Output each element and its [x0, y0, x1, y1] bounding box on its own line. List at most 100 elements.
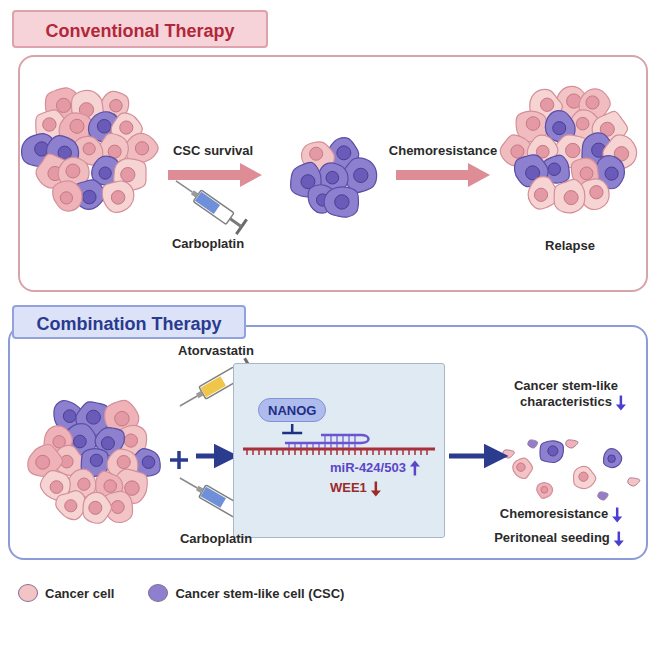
- therapy-panel: Conventional Therapy: [18, 55, 648, 292]
- stem-like-cell: [324, 187, 358, 217]
- arrow-shaft: [620, 396, 623, 406]
- cell-fragment: [566, 440, 578, 448]
- syringe-tip: [196, 391, 204, 398]
- process-arrow: [449, 454, 496, 459]
- cell-nucleus: [579, 472, 588, 481]
- syringe-needle: [180, 478, 197, 488]
- decrease-arrow: [371, 482, 381, 497]
- cell-nucleus: [83, 143, 95, 155]
- syringe-liquid: [195, 192, 220, 214]
- cell-nucleus: [50, 481, 63, 494]
- process-arrow: [196, 454, 226, 459]
- cell-nucleus: [517, 463, 525, 471]
- cell-nucleus: [354, 168, 368, 182]
- process-arrow: [396, 163, 490, 187]
- cell-fragment: [628, 478, 640, 486]
- effect-label: Peritoneal seeding: [494, 530, 610, 546]
- cancer-cell: [574, 467, 596, 489]
- cell-nucleus: [548, 446, 558, 456]
- cell-nucleus: [310, 147, 323, 160]
- mirna-base-pairs: [289, 436, 355, 448]
- legend-swatch: [18, 584, 38, 602]
- cell-nucleus: [534, 188, 547, 201]
- cell-nucleus: [66, 164, 80, 178]
- cell-nucleus: [60, 192, 72, 204]
- damaged-cells: [503, 440, 640, 500]
- cell-nucleus: [586, 96, 599, 109]
- drug-label: Carboplatin: [172, 236, 244, 252]
- cell-nucleus: [86, 410, 100, 424]
- cell-nucleus: [124, 434, 137, 447]
- legend-item: Cancer stem-like cell (CSC): [148, 584, 344, 602]
- cell-nucleus: [83, 190, 97, 204]
- cell-nucleus: [43, 118, 56, 131]
- arrow-head: [410, 461, 420, 467]
- cell-nucleus: [90, 454, 102, 466]
- cell-nucleus: [566, 143, 580, 157]
- decrease-arrow: [616, 396, 626, 411]
- therapy-panel: Combination TherapymiR-424/503WEE1NANOG: [8, 325, 648, 560]
- cell-nucleus: [63, 410, 76, 423]
- outcome-label: Relapse: [545, 238, 595, 254]
- arrow-head: [371, 491, 381, 497]
- cell-nucleus: [36, 455, 50, 469]
- cell-nucleus: [99, 167, 111, 179]
- cell-nucleus: [335, 195, 349, 209]
- increase-arrow: [410, 461, 420, 476]
- mirna-hairpin: [285, 435, 369, 443]
- cell-fragment: [503, 450, 515, 458]
- stem-like-cell: [540, 441, 563, 463]
- cell-body: [56, 491, 85, 520]
- cell-nucleus: [65, 500, 77, 512]
- arrow-head: [612, 517, 622, 523]
- cancer-cell: [554, 179, 585, 212]
- cell-fragment: [598, 492, 608, 500]
- step-label: Chemoresistance: [389, 143, 497, 159]
- cell-nucleus: [548, 163, 560, 175]
- mechanism-box: miR-424/503WEE1NANOG: [233, 363, 445, 538]
- syringe-needle: [180, 396, 197, 406]
- cell-fragment: [528, 440, 538, 448]
- legend: Cancer cell Cancer stem-like cell (CSC): [18, 584, 344, 602]
- cell-nucleus: [564, 191, 578, 205]
- stem-like-cell: [603, 449, 621, 468]
- panel-title: Conventional Therapy: [12, 10, 268, 48]
- process-arrow: [168, 163, 262, 187]
- cancer-cell: [56, 491, 85, 520]
- cell-nucleus: [142, 456, 155, 469]
- cell-nucleus: [541, 486, 548, 493]
- cell-nucleus: [115, 411, 129, 425]
- cell-nucleus: [135, 142, 148, 155]
- arrow-shaft: [375, 482, 378, 492]
- cell-nucleus: [104, 480, 117, 493]
- cell-body: [83, 492, 111, 523]
- cancer-cell: [102, 181, 134, 212]
- cell-nucleus: [326, 171, 339, 184]
- cell-nucleus: [580, 167, 593, 180]
- mechanism-art: [233, 363, 445, 538]
- cell-body: [513, 458, 533, 478]
- panel-title: Combination Therapy: [12, 305, 246, 339]
- cancer-cell: [53, 181, 82, 211]
- cell-nucleus: [608, 455, 616, 463]
- decrease-arrow: [614, 532, 624, 547]
- drug-label: Atorvastatin: [178, 343, 254, 359]
- cancer-cell: [513, 458, 533, 478]
- molecule-name: miR-424/503: [330, 460, 406, 476]
- arrow-shaft: [616, 508, 619, 518]
- legend-swatch: [148, 584, 168, 602]
- gene-name: NANOG: [268, 403, 316, 418]
- cell-cluster: [28, 400, 160, 523]
- cell-nucleus: [97, 119, 111, 133]
- legend-item: Cancer cell: [18, 584, 114, 602]
- cell-nucleus: [121, 168, 135, 182]
- cell-nucleus: [605, 167, 618, 180]
- cell-nucleus: [120, 121, 133, 134]
- syringe-needle: [176, 181, 192, 192]
- step-label: CSC survival: [173, 143, 253, 159]
- inhibition-bar: [282, 424, 302, 433]
- cell-body: [540, 441, 563, 463]
- cell-nucleus: [117, 455, 130, 468]
- cell-body: [554, 179, 585, 212]
